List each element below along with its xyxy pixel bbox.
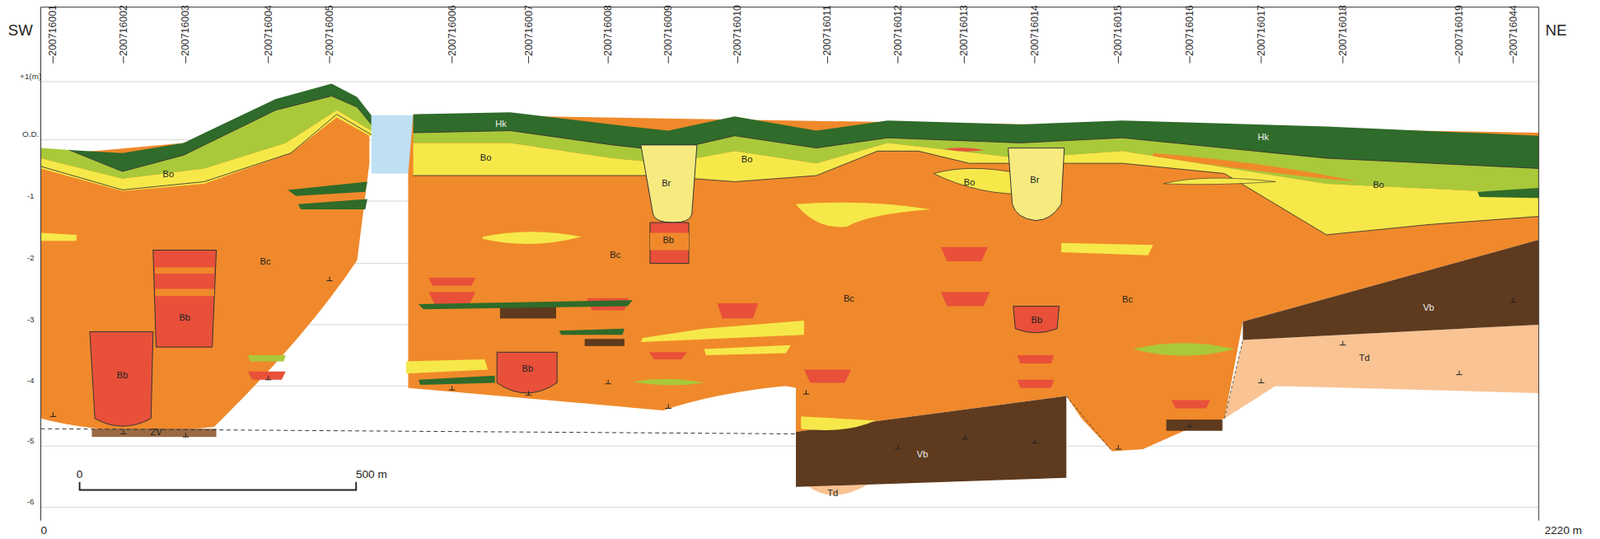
distance-label: 2220 m — [1544, 524, 1582, 537]
unit-code: ZV — [149, 428, 162, 438]
depth-mark — [326, 276, 333, 281]
depth-mark — [182, 432, 189, 437]
borehole-id: 200716012 — [893, 4, 903, 57]
unit-code: Bb — [1031, 315, 1044, 325]
unit-code: Bc — [843, 294, 855, 304]
depth-mark — [1115, 444, 1122, 450]
depth-mark — [803, 389, 810, 394]
unit-code: Bb — [116, 370, 129, 380]
depth-axis-label: +1(m) — [19, 72, 42, 81]
unit-code: Bo — [741, 155, 754, 165]
borehole-id: 200716009 — [663, 4, 674, 57]
grid-lines — [41, 81, 1540, 508]
depth-mark — [962, 435, 969, 440]
depth-axis-label: -2 — [27, 253, 35, 262]
unit-code: Vb — [916, 450, 929, 460]
borehole-id: 200716013 — [959, 4, 969, 57]
borehole-id: 200716002 — [118, 4, 129, 57]
depth-mark — [1258, 378, 1264, 384]
borehole-id: 200716007 — [523, 4, 534, 57]
depth-mark — [120, 429, 127, 434]
depth-mark — [525, 390, 532, 395]
depth-mark — [1455, 370, 1462, 375]
unit-code: Bc — [609, 250, 621, 260]
depth-mark — [50, 411, 57, 417]
unit-code: Hk — [1258, 133, 1270, 143]
unit-code: Td — [1358, 353, 1370, 363]
borehole-id: 200716010 — [732, 4, 743, 57]
unit-code: Br — [661, 178, 671, 188]
borehole-id: 200716008 — [603, 4, 613, 57]
depth-axis-label: -4 — [27, 376, 35, 385]
depth-axis-label: -1 — [27, 191, 35, 201]
end-label: NE — [1545, 23, 1568, 39]
unit-code: Bb — [662, 236, 674, 246]
borehole-id: 200716015 — [1113, 4, 1123, 57]
depth-mark — [265, 375, 272, 380]
depth-mark — [1510, 298, 1516, 303]
unit-code: Bb — [178, 313, 191, 323]
borehole-id: 200716011 — [822, 5, 833, 57]
scale-label: 0 — [76, 468, 84, 481]
depth-mark — [449, 385, 455, 390]
borehole-id: 200716003 — [180, 4, 191, 57]
unit-code: Br — [1029, 176, 1039, 186]
depth-mark — [1031, 439, 1038, 444]
borehole-id: 200716014 — [1029, 4, 1040, 57]
unit-code: Td — [827, 489, 838, 499]
depth-axis-label: O.D. — [22, 130, 39, 140]
unit-code: Bo — [963, 177, 976, 188]
distance-label: 0 — [40, 524, 47, 537]
depth-mark — [604, 379, 611, 384]
borehole-id: 200716017 — [1256, 4, 1267, 57]
borehole-id: 200716005 — [324, 4, 335, 57]
borehole-id: 200716044 — [1508, 4, 1519, 57]
unit-code: Bo — [163, 169, 175, 179]
scale-label: 500 m — [355, 468, 388, 481]
depth-axis-label: -6 — [27, 497, 35, 506]
unit-code: Bo — [480, 153, 492, 163]
depth-mark — [1339, 341, 1346, 346]
unit-code: Vb — [1422, 303, 1435, 313]
borehole-id: 200716001 — [47, 4, 58, 57]
scale-bar — [79, 481, 357, 491]
borehole-ticks — [52, 56, 1513, 64]
borehole-id: 200716019 — [1454, 4, 1465, 57]
depth-mark — [894, 444, 901, 450]
depth-mark — [665, 404, 672, 409]
unit-code: Bc — [260, 257, 272, 267]
unit-code: Bo — [1372, 181, 1385, 191]
borehole-id: 200716006 — [446, 4, 457, 57]
unit-code: Bb — [522, 364, 534, 375]
borehole-id: 200716004 — [263, 4, 274, 57]
depth-axis-label: -5 — [27, 436, 35, 445]
unit-code: Bc — [1122, 295, 1133, 305]
depth-axis-label: -3 — [27, 315, 35, 324]
borehole-id: 200716016 — [1184, 4, 1195, 57]
borehole-id: 200716018 — [1338, 4, 1348, 57]
unit-code: Hk — [495, 120, 507, 130]
depth-mark — [1186, 422, 1193, 427]
end-label: SW — [8, 23, 33, 39]
